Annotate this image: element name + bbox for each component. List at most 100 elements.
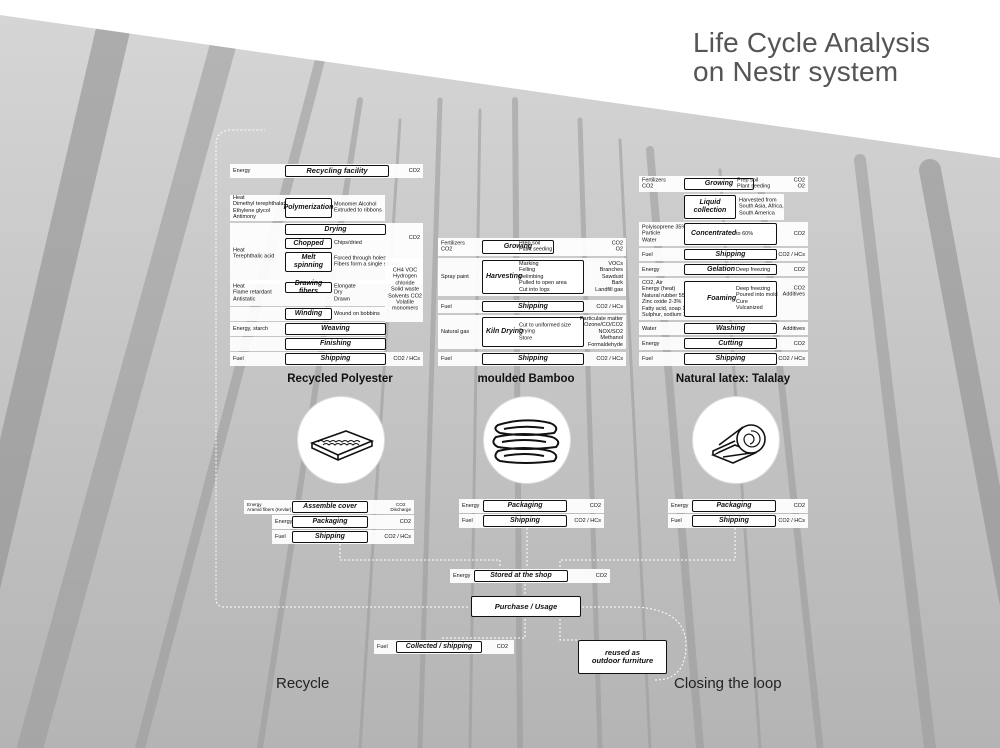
process-assemble-cover: Assemble cover — [292, 501, 368, 513]
input-label: Natural gas — [441, 328, 470, 335]
latex-row-growing: Fertilizers CO2 Growing Prep soil Plant … — [639, 176, 808, 192]
process-note: Wound on bobbins — [334, 310, 380, 317]
input-label: Fuel — [642, 251, 653, 258]
input-label: Energy Aramid fibers (Kevlar) — [247, 502, 292, 512]
output-label: CO2 / HCs — [778, 517, 805, 524]
bamboo-row-shipping-2: Fuel Shipping CO2 / HCs — [438, 352, 626, 366]
process-recycling-facility: Recycling facility — [285, 165, 389, 177]
output-label: CO2 — [589, 502, 601, 509]
latex-post-rows: Energy Packaging CO2 Fuel Shipping CO2 /… — [668, 499, 808, 528]
input-label: Spray paint — [441, 273, 469, 280]
latex-row-cutting: Energy Cutting CO2 — [639, 337, 808, 350]
row-collected: Fuel Collected / shipping CO2 — [374, 640, 514, 654]
process-note: Marking Felling Delimbing Pulled to open… — [519, 260, 567, 293]
latex-row-liquid: Liquid collection Harvested from South A… — [684, 194, 784, 220]
polyester-post-rows: Energy Aramid fibers (Kevlar) Assemble c… — [244, 500, 414, 544]
process-note: to 60% — [736, 230, 754, 237]
process-shipping: Shipping — [692, 515, 776, 527]
output-label: CO2 / HCs — [778, 251, 805, 258]
process-collected-shipping: Collected / shipping — [396, 641, 482, 653]
heading-natural-latex: Natural latex: Talalay — [675, 373, 791, 385]
process-chopped: Chopped — [285, 238, 332, 249]
input-label: Fuel — [233, 355, 244, 362]
output-label: CO2 Discharge — [390, 502, 411, 512]
process-washing: Washing — [684, 323, 777, 334]
row-shipping: Fuel Shipping CO2 / HCs — [668, 514, 808, 528]
polyester-row-recycling: Energy Recycling facility CO2 — [230, 164, 423, 178]
closing-the-loop-label: Closing the loop — [674, 675, 782, 692]
title-line-2: on Nestr system — [693, 56, 899, 87]
output-label: CO2 — [793, 230, 805, 237]
input-label: Fuel — [671, 517, 682, 524]
output-label: CO2 / HCs — [596, 355, 623, 362]
row-packaging: Energy Packaging CO2 — [272, 515, 414, 529]
process-foaming: Foaming — [684, 281, 777, 317]
bamboo-illustration — [483, 396, 571, 484]
latex-row-shipping-2: Fuel Shipping CO2 / HCs — [639, 352, 808, 366]
input-label: Polyisoprene 35% Particle Water — [642, 224, 687, 244]
process-purchase-usage: Purchase / Usage — [471, 596, 581, 617]
latex-row-shipping-1: Fuel Shipping CO2 / HCs — [639, 248, 808, 261]
output-label: CH4 VOC Hydrogen chloride Solid waste So… — [388, 267, 422, 313]
process-shipping: Shipping — [483, 515, 567, 527]
process-growing: Growing — [684, 178, 754, 190]
input-label: Energy — [275, 518, 293, 525]
fabric-icon — [309, 430, 375, 461]
output-label: CO2 — [793, 266, 805, 273]
latex-column: Fertilizers CO2 Growing Prep soil Plant … — [639, 176, 808, 366]
bamboo-row-growing: Fertilizers CO2 Growing Prep soil Plant … — [438, 238, 626, 256]
bamboo-row-harvesting: Spray paint Harvesting Marking Felling D… — [438, 258, 626, 296]
row-shipping: Fuel Shipping CO2 / HCs — [272, 530, 414, 544]
process-note: Prep soil Plant seeding — [737, 177, 771, 190]
process-concentrated: Concentrated — [684, 223, 777, 245]
output-label: CO2 — [595, 572, 607, 579]
process-note: Deep freezing — [736, 266, 771, 273]
process-kiln-drying: Kiln Drying — [482, 317, 584, 347]
process-shipping: Shipping — [684, 353, 777, 365]
output-label: CO2 / HCs — [384, 533, 411, 540]
process-note: Harvested from South Asia, Africa, South… — [739, 197, 784, 217]
latex-roll-icon — [710, 424, 766, 464]
input-label: Energy — [462, 502, 480, 509]
input-label: Water — [642, 325, 657, 332]
polyester-cover-illustration — [297, 396, 385, 484]
process-note: Deep freezing Poured into mold Cure Vulc… — [736, 286, 778, 312]
input-label: Fuel — [441, 303, 452, 310]
process-note: Prep soil Plant seeding — [519, 240, 553, 253]
process-finishing: Finishing — [285, 338, 386, 350]
process-note: Monomer Alcohol Extruded to ribbons — [334, 201, 382, 214]
input-label: Fuel — [441, 355, 452, 362]
output-label: Particulate matter Ozone/CO/CO2 NOX/SO2 … — [579, 315, 623, 348]
input-label: Energy, starch — [233, 325, 269, 332]
polyester-emissions: CH4 VOC Hydrogen chloride Solid waste So… — [385, 258, 423, 322]
recycle-label: Recycle — [276, 675, 330, 692]
input-label: Fuel — [275, 533, 286, 540]
polyester-row-winding: Winding Wound on bobbins — [230, 307, 385, 321]
process-note: Cut to uniformed size Drying Store — [519, 322, 571, 342]
input-label: Fuel — [377, 643, 388, 650]
input-label: Fertilizers CO2 — [441, 240, 465, 253]
row-shipping: Fuel Shipping CO2 / HCs — [459, 514, 604, 528]
input-label: Heat Terephthalic acid — [233, 247, 275, 260]
process-reused-outdoor: reused as outdoor furniture — [578, 640, 667, 674]
polyester-row-shipping: Fuel Shipping CO2 / HCs — [230, 352, 423, 366]
output-label: CO2 — [793, 340, 805, 347]
process-shipping: Shipping — [285, 353, 386, 365]
process-polymerization: Polymerization — [284, 198, 333, 218]
process-note: Elongate Dry Drawn — [334, 283, 356, 303]
output-label: CO2 — [408, 167, 420, 174]
polyester-row-drawing: Heat Flame retardant Antistatic Drawing … — [230, 280, 385, 306]
polyester-row-finishing: Finishing — [230, 337, 386, 351]
bamboo-post-rows: Energy Packaging CO2 Fuel Shipping CO2 /… — [459, 499, 604, 528]
row-packaging: Energy Packaging CO2 — [668, 499, 808, 513]
output-label: CO2 Additives — [782, 285, 805, 298]
process-packaging: Packaging — [483, 500, 567, 512]
process-gelation: Gelation — [684, 264, 777, 275]
latex-row-washing: Water Washing Additives — [639, 322, 808, 335]
input-label: Energy — [642, 340, 660, 347]
bamboo-row-shipping-1: Fuel Shipping CO2 / HCs — [438, 300, 626, 313]
process-shipping: Shipping — [482, 301, 584, 312]
input-label: Energy — [642, 266, 660, 273]
latex-row-gelation: Energy Gelation Deep freezing CO2 — [639, 263, 808, 276]
